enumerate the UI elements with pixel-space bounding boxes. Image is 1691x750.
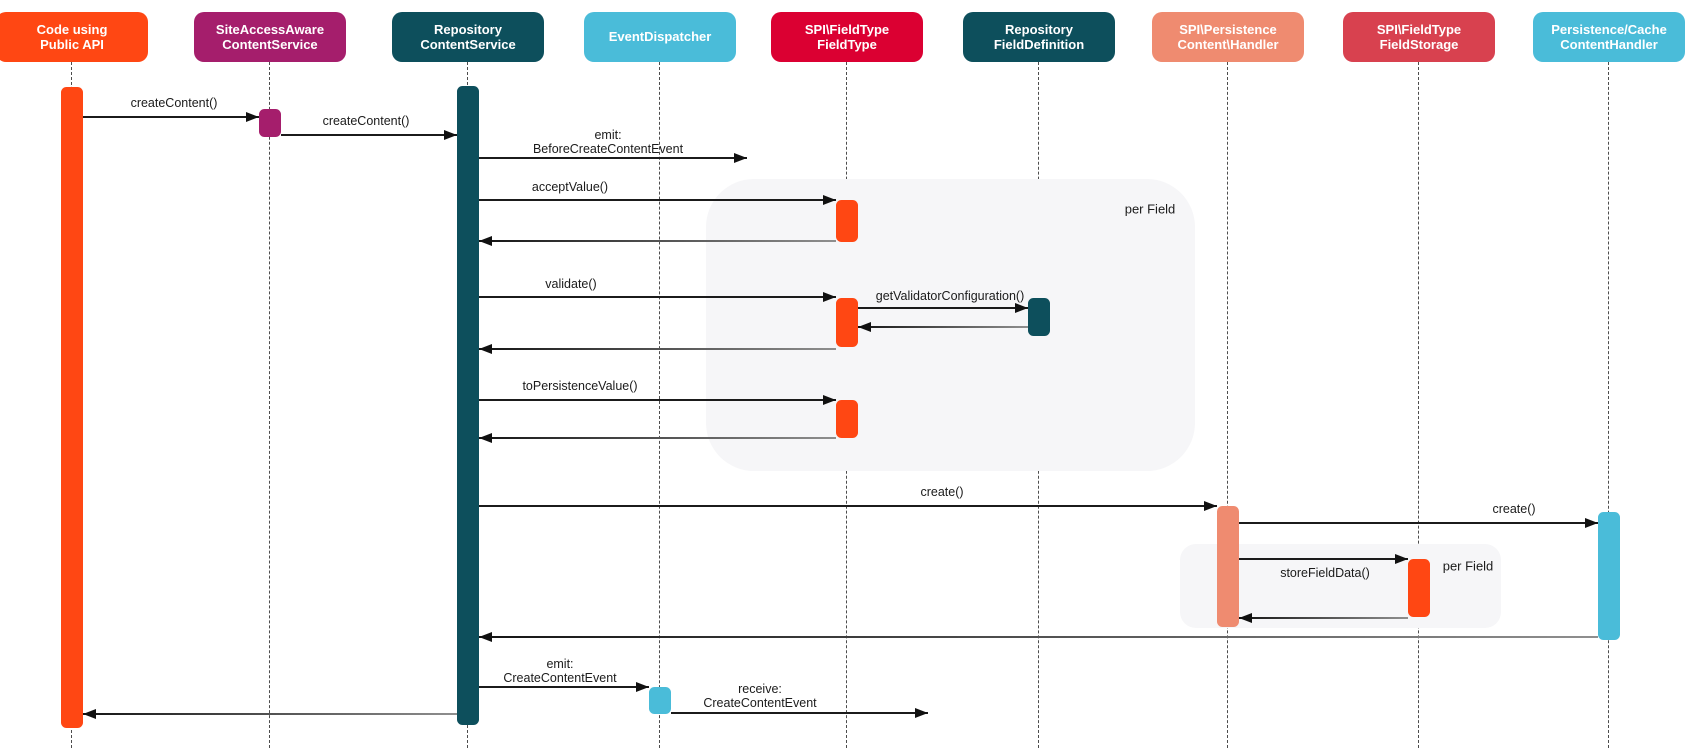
call-arrow [479, 296, 836, 298]
per-field-label: per Field [1442, 558, 1494, 574]
activation-bar-spi-fieldtype-fieldtype [836, 400, 858, 438]
arrowhead-icon [1585, 517, 1598, 528]
participant-box-spi-persistence-content-handler: SPI\Persistence Content\Handler [1152, 12, 1304, 62]
arrowhead-icon [479, 631, 492, 642]
activation-bar-persistence-cache-contenthandler [1598, 512, 1620, 640]
message-label: storeFieldData() [1280, 566, 1370, 580]
return-arrow [479, 348, 836, 350]
arrowhead-icon [479, 235, 492, 246]
lifeline-spi-persistence-content-handler [1227, 62, 1228, 748]
arrowhead-icon [1395, 553, 1408, 564]
participant-box-spi-fieldtype-fieldstorage: SPI\FieldType FieldStorage [1343, 12, 1495, 62]
per-field-fragment [706, 179, 1195, 471]
activation-bar-siteaccessaware-contentservice [259, 109, 281, 137]
arrowhead-icon [823, 291, 836, 302]
call-arrow [1239, 558, 1408, 560]
arrowhead-icon [915, 707, 928, 718]
arrowhead-icon [823, 194, 836, 205]
return-arrow [1239, 617, 1408, 619]
activation-bar-code-using-public-api [61, 87, 83, 728]
arrowhead-icon [1239, 612, 1252, 623]
return-arrow [858, 326, 1028, 328]
message-label: create() [1492, 502, 1536, 516]
message-label: acceptValue() [531, 180, 609, 194]
return-arrow [479, 636, 1598, 638]
activation-bar-repository-contentservice [457, 86, 479, 725]
message-label: emit: BeforeCreateContentEvent [532, 128, 684, 156]
activation-bar-spi-persistence-content-handler [1217, 506, 1239, 627]
call-arrow [858, 307, 1028, 309]
message-label: create() [920, 485, 964, 499]
call-arrow [479, 199, 836, 201]
lifeline-persistence-cache-contenthandler [1608, 62, 1609, 748]
participant-box-eventdispatcher: EventDispatcher [584, 12, 736, 62]
activation-bar-eventdispatcher [649, 687, 671, 714]
participant-box-spi-fieldtype-fieldtype: SPI\FieldType FieldType [771, 12, 923, 62]
return-arrow [83, 713, 457, 715]
activation-bar-spi-fieldtype-fieldtype [836, 200, 858, 242]
participant-box-code-using-public-api: Code using Public API [0, 12, 148, 62]
arrowhead-icon [858, 321, 871, 332]
return-arrow [479, 240, 836, 242]
call-arrow [83, 116, 259, 118]
arrowhead-icon [479, 343, 492, 354]
call-arrow [671, 712, 928, 714]
message-label: createContent() [322, 114, 410, 128]
participant-box-persistence-cache-contenthandler: Persistence/Cache ContentHandler [1533, 12, 1685, 62]
return-arrow [479, 437, 836, 439]
message-label: createContent() [130, 96, 218, 110]
message-label: toPersistenceValue() [522, 379, 638, 393]
call-arrow [479, 505, 1217, 507]
arrowhead-icon [1015, 302, 1028, 313]
participant-box-siteaccessaware-contentservice: SiteAccessAware ContentService [194, 12, 346, 62]
message-label: emit: CreateContentEvent [503, 657, 617, 685]
activation-bar-spi-fieldtype-fieldtype [836, 298, 858, 347]
lifeline-spi-fieldtype-fieldstorage [1418, 62, 1419, 748]
message-label: getValidatorConfiguration() [875, 289, 1025, 303]
call-arrow [479, 686, 649, 688]
message-label: receive: CreateContentEvent [703, 682, 817, 710]
arrowhead-icon [636, 681, 649, 692]
call-arrow [479, 399, 836, 401]
arrowhead-icon [444, 129, 457, 140]
lifeline-siteaccessaware-contentservice [269, 62, 270, 748]
arrowhead-icon [823, 394, 836, 405]
participant-box-repository-contentservice: Repository ContentService [392, 12, 544, 62]
call-arrow [1239, 522, 1598, 524]
activation-bar-repository-fielddefinition [1028, 298, 1050, 336]
lifeline-eventdispatcher [659, 62, 660, 748]
call-arrow [281, 134, 457, 136]
message-label: validate() [545, 277, 597, 291]
arrowhead-icon [83, 708, 96, 719]
per-field-label: per Field [1124, 201, 1176, 217]
arrowhead-icon [1204, 500, 1217, 511]
call-arrow [479, 157, 747, 159]
arrowhead-icon [479, 432, 492, 443]
arrowhead-icon [734, 152, 747, 163]
activation-bar-spi-fieldtype-fieldstorage [1408, 559, 1430, 617]
arrowhead-icon [246, 111, 259, 122]
participant-box-repository-fielddefinition: Repository FieldDefinition [963, 12, 1115, 62]
